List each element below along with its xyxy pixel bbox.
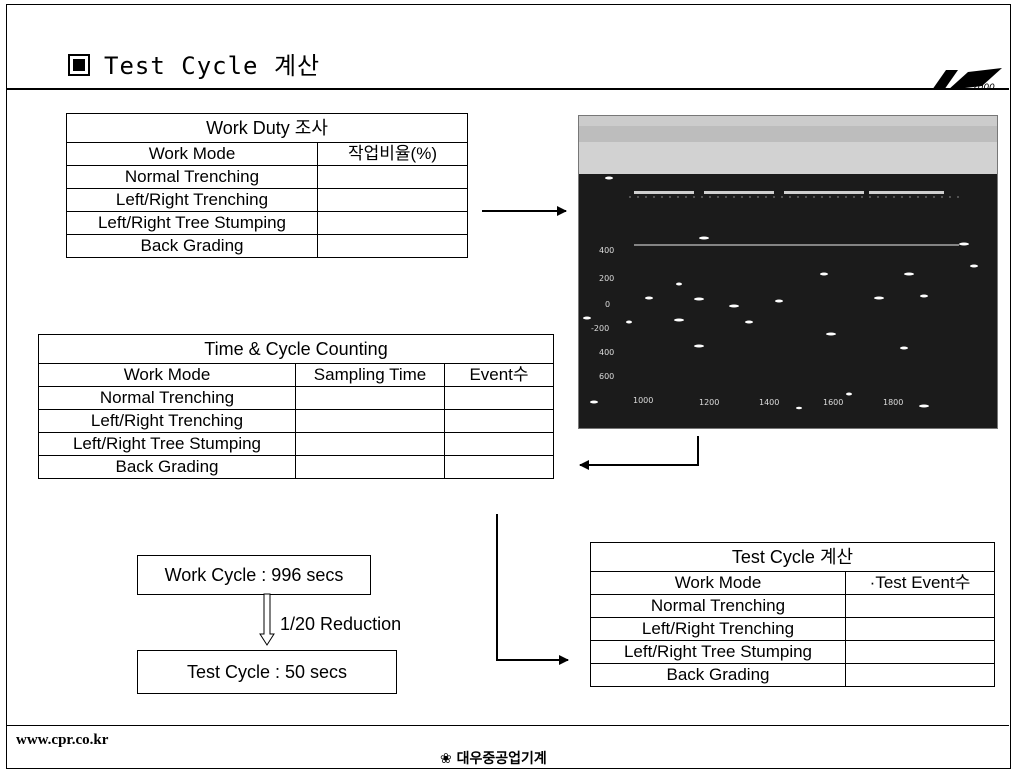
status-bar	[579, 142, 997, 174]
table-row: Back Grading	[38, 455, 554, 479]
table-title: Work Duty 조사	[66, 113, 468, 143]
toolbar	[579, 126, 997, 142]
footer-url: www.cpr.co.kr	[16, 732, 109, 748]
time-cycle-table: Time & Cycle Counting Work Mode Sampling…	[38, 334, 554, 479]
column-header: ·Test Event수	[845, 571, 995, 595]
reduction-label: 1/20 Reduction	[280, 614, 402, 634]
flower-logo-icon: ❀	[440, 751, 457, 767]
table-row: Normal Trenching	[38, 386, 554, 410]
column-header: Work Mode	[38, 363, 296, 387]
arrow-down-right-icon	[496, 514, 569, 665]
analysis-software-screenshot: 400 200 0 -200 400 600 1000 1200 1400 16…	[578, 115, 998, 429]
company-logo-icon: 2000	[932, 68, 1002, 93]
column-header: Work Mode	[590, 571, 846, 595]
column-header: Sampling Time	[295, 363, 445, 387]
work-cycle-box: Work Cycle : 996 secs	[137, 555, 371, 595]
menu-bar	[579, 116, 997, 126]
footer-company: ❀ 대우중공업기계	[440, 751, 547, 767]
signal-plot	[583, 176, 978, 410]
test-cycle-box: Test Cycle : 50 secs	[137, 650, 397, 694]
header-rule	[6, 88, 1009, 90]
table-row: Back Grading	[66, 234, 468, 258]
work-duty-table: Work Duty 조사 Work Mode 작업비율(%) Normal Tr…	[66, 113, 468, 258]
test-cycle-table: Test Cycle 계산 Work Mode ·Test Event수 Nor…	[590, 542, 995, 687]
arrow-left-icon	[579, 436, 699, 470]
svg-text:2000: 2000	[972, 83, 995, 93]
slide-frame	[6, 4, 1011, 769]
table-row: Left/Right Trenching	[590, 617, 995, 641]
column-header: Work Mode	[66, 142, 318, 166]
footer-rule	[6, 725, 1009, 726]
hollow-down-arrow-icon	[259, 593, 275, 646]
square-bullet-icon	[68, 54, 90, 76]
table-row: Back Grading	[590, 663, 995, 687]
page-title: Test Cycle 계산	[68, 46, 320, 81]
table-row: Left/Right Trenching	[66, 188, 468, 212]
